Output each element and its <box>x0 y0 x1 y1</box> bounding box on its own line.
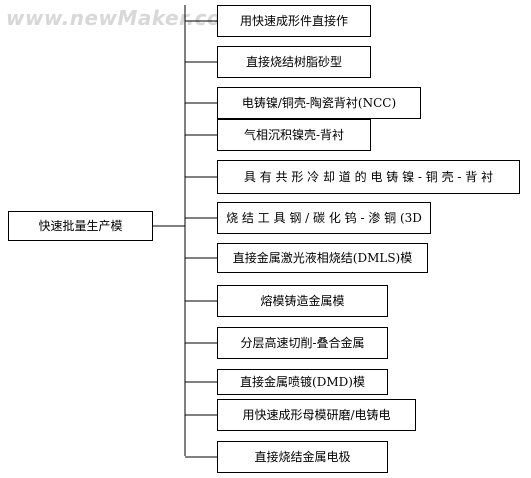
child-node-master-pattern-edm: 用快速成形母模研磨/电铸电 <box>217 399 416 431</box>
child-label: 直接烧结树脂砂型 <box>245 55 342 69</box>
child-label: 分层高速切削-叠合金属 <box>240 336 365 350</box>
child-node-layered-milling: 分层高速切削-叠合金属 <box>217 327 388 359</box>
root-label: 快速批量生产模 <box>38 219 123 233</box>
child-node-vapor-deposition: 气相沉积镍壳-背衬 <box>217 119 371 151</box>
child-label: 用快速成形母模研磨/电铸电 <box>242 408 391 422</box>
child-label: 直接金属喷镀(DMD)模 <box>240 375 365 389</box>
child-label: 熔模铸造金属模 <box>260 294 345 308</box>
child-node-dmd: 直接金属喷镀(DMD)模 <box>217 369 388 395</box>
child-label: 具 有 共 形 冷 却 道 的 电 铸 镍 - 铜 壳 - 背 衬 <box>243 170 494 184</box>
child-label: 用快速成形件直接作 <box>239 14 348 28</box>
watermark-text: www.newMaker.com <box>6 6 243 30</box>
child-label: 直接烧结金属电极 <box>254 450 351 464</box>
child-node-rapid-prototype-direct: 用快速成形件直接作 <box>217 5 371 37</box>
child-label: 烧 结 工 具 钢 / 碳 化 钨 - 渗 铜 (3D <box>226 211 422 225</box>
child-node-conformal-cooling: 具 有 共 形 冷 却 道 的 电 铸 镍 - 铜 壳 - 背 衬 <box>217 160 520 194</box>
child-label: 电铸镍/铜壳-陶瓷背衬(NCC) <box>241 96 397 110</box>
child-label: 气相沉积镍壳-背衬 <box>243 128 345 142</box>
child-node-dmls: 直接金属激光液相烧结(DMLS)模 <box>217 243 428 273</box>
child-label: 直接金属激光液相烧结(DMLS)模 <box>232 251 413 265</box>
child-node-ncc: 电铸镍/铜壳-陶瓷背衬(NCC) <box>217 87 421 119</box>
child-node-investment-casting: 熔模铸造金属模 <box>217 285 388 317</box>
child-node-sintered-metal-electrode: 直接烧结金属电极 <box>217 441 388 473</box>
root-node: 快速批量生产模 <box>8 211 153 241</box>
child-node-sintered-tool-steel: 烧 结 工 具 钢 / 碳 化 钨 - 渗 铜 (3D <box>217 202 431 234</box>
child-node-sintered-resin-sand: 直接烧结树脂砂型 <box>217 46 371 78</box>
